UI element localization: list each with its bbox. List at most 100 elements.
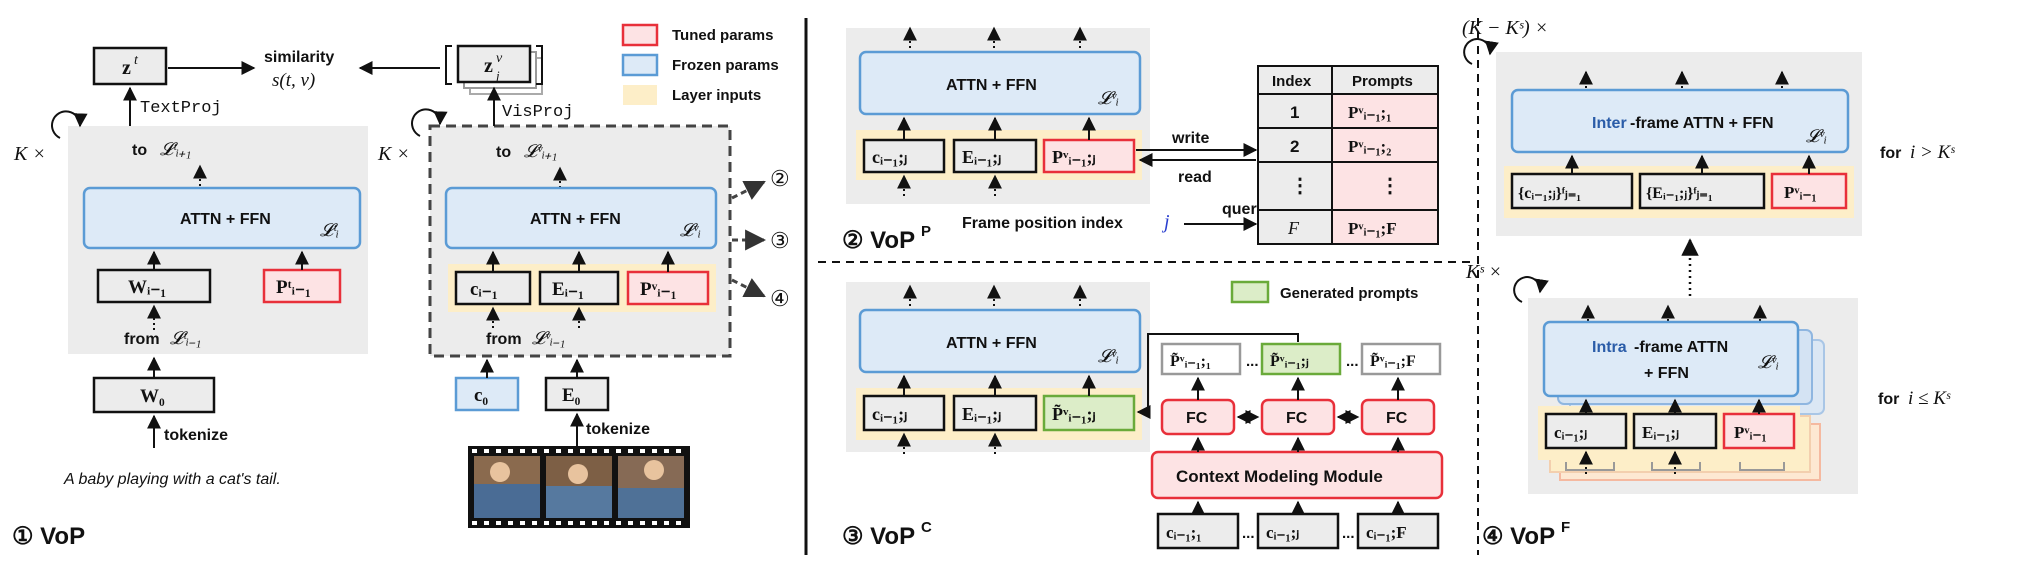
- frame-input-ellipsis-left: ...: [1242, 525, 1255, 542]
- text-input-embedding-label: W₀: [140, 386, 165, 407]
- panel-label-vop-p: ② VoP: [842, 227, 915, 254]
- intra-prompt-label: Pᵛᵢ₋₁: [1734, 423, 1767, 442]
- visual-to-math: 𝓛ᵛᵢ₊₁: [524, 141, 557, 161]
- video-embedding-z: z: [484, 55, 493, 77]
- table-header-prompts: Prompts: [1352, 73, 1413, 90]
- generated-ellipsis-right: ...: [1346, 353, 1359, 370]
- panel-vop-f: (K − Kˢ) × Inter -frame ATTN + FFN 𝓛ᵛᵢ {…: [1462, 17, 1955, 550]
- context-modeling-label: Context Modeling Module: [1176, 467, 1383, 486]
- legend-inputs-label: Layer inputs: [672, 87, 761, 104]
- visual-prompt-label: Pᵛᵢ₋₁: [640, 279, 676, 300]
- intra-condition-math: i ≤ Kˢ: [1908, 388, 1951, 409]
- query-label: query: [1222, 201, 1266, 218]
- prompt-table: Index Prompts 1 Pᵛᵢ₋₁;₁ 2 Pᵛᵢ₋₁;₂ ⋮ ⋮ F …: [1257, 65, 1439, 245]
- text-to-math: 𝓛ᵗᵢ₊₁: [160, 139, 191, 159]
- panel-label-vop-c: ③ VoP: [842, 523, 915, 550]
- generated-prompt-first-box: [1160, 342, 1242, 376]
- vop-p-class-token-label: cᵢ₋₁;ⱼ: [872, 147, 907, 167]
- generated-prompt-last-label: P̃ᵛᵢ₋₁;F: [1370, 351, 1416, 371]
- inter-frame-loop-arrow: [1463, 38, 1499, 65]
- fc-label-j: FC: [1286, 410, 1308, 427]
- vop-p-class-token-box: [862, 138, 946, 174]
- panel-label-vop-f-sup: F: [1561, 519, 1570, 536]
- intra-frame-line2: + FFN: [1644, 365, 1689, 382]
- video-embedding-sup: v: [496, 51, 503, 66]
- generated-prompt-connector: [1136, 333, 1299, 419]
- table-row: [1331, 209, 1439, 245]
- intra-condition-prefix: for: [1878, 391, 1899, 408]
- table-row: [1257, 161, 1333, 211]
- visual-from-label: from: [486, 331, 522, 348]
- visual-attn-ffn-block: [444, 186, 718, 250]
- write-label: write: [1171, 130, 1209, 147]
- inter-class-set-label: {cᵢ₋₁;ⱼ}ᶠⱼ₌₁: [1518, 185, 1581, 202]
- visual-loop-arrow: [411, 108, 448, 137]
- text-embedding-z: z: [122, 57, 131, 79]
- frame-input-first-label: cᵢ₋₁;₁: [1166, 523, 1201, 542]
- inter-patch-set-label: {Eᵢ₋₁;ⱼ}ᶠⱼ₌₁: [1646, 185, 1713, 202]
- vop-c-patch-token-label: Eᵢ₋₁;ⱼ: [962, 404, 1001, 424]
- generated-ellipsis-left: ...: [1246, 353, 1259, 370]
- route-label-4: ④: [770, 286, 790, 311]
- fc-label-last: FC: [1386, 410, 1408, 427]
- intra-frame-repeat: Kˢ ×: [1465, 261, 1502, 283]
- text-caption: A baby playing with a cat's tail.: [63, 471, 281, 488]
- similarity-function: s(t, v): [272, 70, 315, 91]
- table-index-cell: 1: [1290, 103, 1299, 122]
- inter-frame-attn-block: [1510, 88, 1850, 154]
- panel-vop: z t z v j similarity s(t, v) TextProj Vi…: [12, 44, 790, 550]
- vop-p-attn-ffn-label: ATTN + FFN: [946, 77, 1037, 94]
- text-attn-ffn-block: [82, 186, 362, 250]
- visual-attn-ffn-math: 𝓛ᵛᵢ: [680, 220, 701, 240]
- frame-position-var: j: [1161, 211, 1170, 233]
- intra-patch-token-box: [1632, 412, 1718, 450]
- vop-p-patch-token-label: Eᵢ₋₁;ⱼ: [962, 147, 1001, 167]
- video-embedding-box: [456, 44, 532, 84]
- text-to-label: to: [132, 142, 147, 159]
- legend-tuned-label: Tuned params: [672, 27, 773, 44]
- intra-frame-loop-arrow: [1513, 276, 1549, 303]
- text-token-label: Wᵢ₋₁: [128, 277, 166, 298]
- generated-prompt-last-box: [1360, 342, 1442, 376]
- visual-to-label: to: [496, 144, 511, 161]
- legend-inputs-swatch: [623, 85, 657, 105]
- text-loop-arrow: [51, 110, 88, 139]
- text-tokenize-label: tokenize: [164, 427, 228, 444]
- vop-p-attn-ffn-math: 𝓛ᵛᵢ: [1098, 88, 1119, 108]
- visual-class-token-label: cᵢ₋₁: [470, 279, 498, 300]
- vop-c-attn-ffn-block: [858, 308, 1142, 374]
- vop-p-prompt-label: Pᵛᵢ₋₁;ⱼ: [1052, 147, 1096, 167]
- route-arrow-4: [731, 278, 766, 298]
- generated-prompt-j-label: P̃ᵛᵢ₋₁;ⱼ: [1270, 351, 1309, 371]
- frame-input-ellipsis-right: ...: [1342, 525, 1355, 542]
- intra-grouping-brackets: [1565, 462, 1785, 471]
- vop-c-prompt-box: [1042, 394, 1136, 432]
- vop-c-attn-ffn-label: ATTN + FFN: [946, 335, 1037, 352]
- vop-c-prompt-label: P̃ᵛᵢ₋₁;ⱼ: [1052, 404, 1096, 424]
- visual-class-token-box: [454, 270, 532, 306]
- text-embedding-sup: t: [134, 53, 139, 68]
- text-proj-label: TextProj: [140, 99, 222, 118]
- frame-input-last-label: cᵢ₋₁;F: [1366, 523, 1407, 542]
- table-index-cell: ⋮: [1290, 175, 1310, 197]
- inter-frame-prefix: Inter: [1592, 115, 1627, 132]
- intra-frame-attn-block: [1542, 320, 1800, 398]
- route-label-3: ③: [770, 228, 790, 253]
- frame-input-j-box: [1256, 512, 1340, 550]
- panel-label-vop: ① VoP: [12, 523, 85, 550]
- frame-input-first-box: [1156, 512, 1240, 550]
- legend-generated-label: Generated prompts: [1280, 285, 1418, 302]
- video-tokenize-label: tokenize: [586, 421, 650, 438]
- similarity-label: similarity: [264, 49, 334, 66]
- table-index-cell: F: [1287, 218, 1300, 238]
- panel-label-vop-p-sup: P: [921, 223, 931, 240]
- vop-c-patch-token-box: [952, 394, 1038, 432]
- text-layer-repeat: K ×: [13, 143, 46, 165]
- vop-p-attn-ffn-block: [858, 50, 1142, 116]
- legend-generated-swatch: [1230, 280, 1270, 304]
- vop-c-attn-ffn-math: 𝓛ᵛᵢ: [1098, 346, 1119, 366]
- legend-frozen-swatch: [621, 53, 659, 77]
- text-prompt-label: Pᵗᵢ₋₁: [276, 277, 311, 298]
- panel-label-vop-f: ④ VoP: [1482, 523, 1555, 550]
- text-attn-ffn-math: 𝓛ᵗᵢ: [320, 220, 339, 240]
